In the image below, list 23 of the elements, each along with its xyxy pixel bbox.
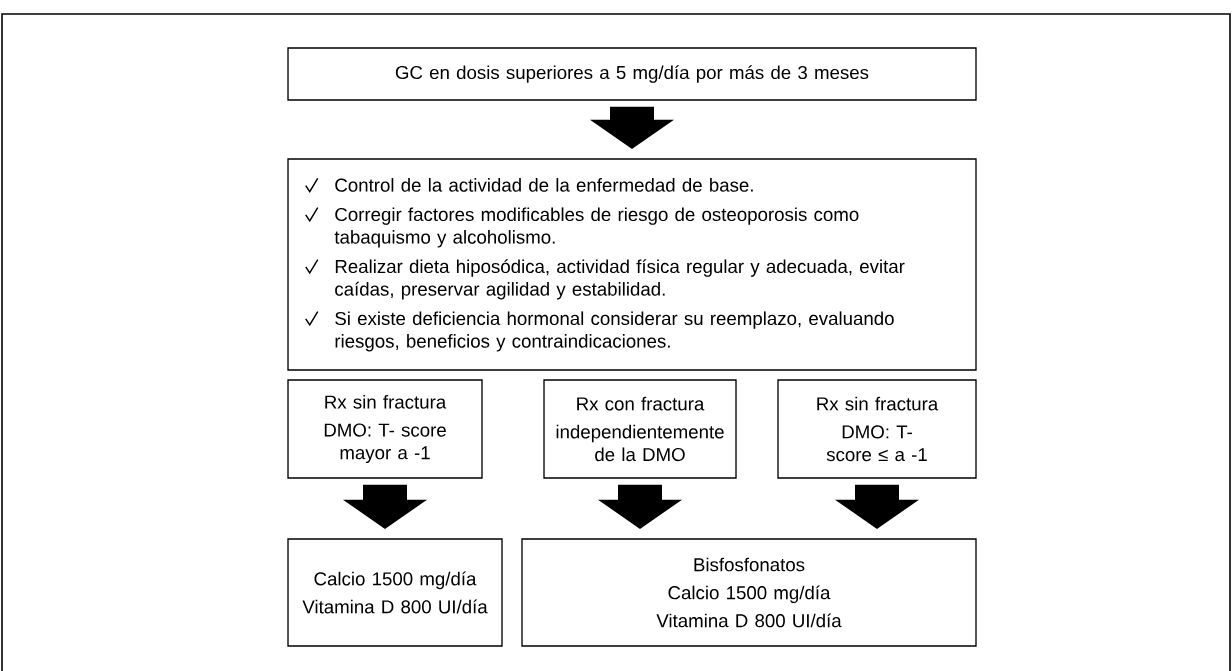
box-text: DMO: T- score ≤ a -1 [826,425,927,462]
box-text: Rx con fractura [577,396,705,411]
box-text: Calcio 1500 mg/día [668,585,831,604]
box-text: DMO: T- score mayor a -1 [324,423,446,463]
process-box [287,538,503,647]
box-text: Rx sin fractura [325,394,447,409]
list-item: Control de la actividad de la enfermedad de base. [335,178,753,192]
process-box [777,379,977,479]
list-item: Si existe deficiencia hormonal considerar su reemplazo, evaluando riesgos, beneficios y contraindicaciones. [335,311,894,352]
box-text: Rx sin fractura [817,396,939,411]
process-box [287,158,977,371]
process-box [521,538,977,647]
process-box [543,379,737,479]
list-item: Realizar dieta hiposódica, actividad física regular y adecuada, evitar caídas, preservar agilidad y estabilidad. [335,259,905,300]
box-text: Calcio 1500 mg/día [314,571,477,590]
box-text: Vitamina D 800 UI/día [656,613,842,628]
process-box [287,47,977,101]
process-box [287,379,483,479]
box-text: GC en dosis superiores a 5 mg/día por más de 3 meses [395,65,869,83]
box-text: Bisfosfonatos [694,557,805,572]
box-text: independientemente de la DMO [556,424,724,462]
list-item: Corregir factores modificables de riesgo de osteoporosis como tabaquismo y alcoholismo. [334,207,859,248]
box-text: Vitamina D 800 UI/día [302,599,488,614]
